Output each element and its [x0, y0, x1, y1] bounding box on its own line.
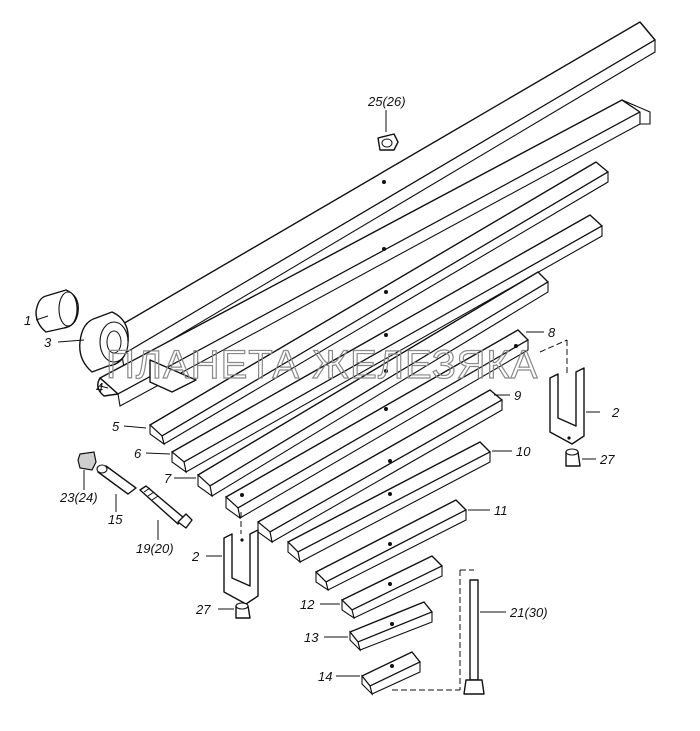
label-part-14: 14 [318, 669, 332, 684]
leaf-4 [97, 99, 651, 407]
clip-part-2-left [223, 512, 259, 605]
leader-lines [35, 110, 600, 677]
leaf-7 [197, 271, 549, 498]
label-part-2-right: 2 [611, 405, 620, 420]
label-part-7: 7 [164, 471, 172, 486]
watermark-text: ПЛАНЕТА ЖЕЛЕЗЯКА [106, 343, 538, 387]
leaf-13 [349, 601, 433, 652]
label-part-19: 19(20) [136, 541, 174, 556]
callout-labels: 1 3 4 5 6 7 8 9 10 11 12 13 14 15 19(20)… [24, 94, 620, 684]
rivet-part-27-right [565, 448, 581, 467]
leaf-5 [149, 161, 609, 446]
leaf-11 [315, 499, 467, 592]
eye-part-3 [79, 311, 129, 373]
label-part-1: 1 [24, 313, 31, 328]
label-part-4: 4 [96, 380, 103, 395]
label-part-9: 9 [514, 388, 521, 403]
leaf-10 [287, 441, 491, 564]
label-part-6: 6 [134, 446, 142, 461]
bolt-part-19 [139, 485, 193, 529]
rivet-part-27-left [235, 602, 251, 619]
label-part-12: 12 [300, 597, 315, 612]
label-part-15: 15 [108, 512, 123, 527]
label-part-23: 23(24) [59, 490, 98, 505]
clip-part-2-right [539, 339, 585, 445]
label-part-21: 21(30) [509, 605, 548, 620]
label-part-5: 5 [112, 419, 120, 434]
leaf-12 [341, 555, 443, 620]
bushing-part-1 [35, 289, 79, 333]
nut-part-25 [377, 133, 399, 151]
label-part-13: 13 [304, 630, 319, 645]
leaf-9 [257, 389, 503, 544]
leaf-14 [361, 651, 421, 696]
leaf-8 [225, 329, 529, 520]
label-part-11: 11 [494, 503, 508, 518]
center-holes [240, 180, 518, 668]
nut-part-23 [77, 451, 97, 471]
label-part-8: 8 [548, 325, 556, 340]
label-part-10: 10 [516, 444, 531, 459]
label-part-27-left: 27 [195, 602, 211, 617]
label-part-27-right: 27 [599, 452, 615, 467]
label-part-25: 25(26) [367, 94, 406, 109]
pin-part-15 [96, 464, 137, 495]
center-bolt-part-21 [392, 569, 485, 695]
leaf-6 [171, 214, 603, 474]
label-part-3: 3 [44, 335, 52, 350]
label-part-2-left: 2 [191, 549, 200, 564]
